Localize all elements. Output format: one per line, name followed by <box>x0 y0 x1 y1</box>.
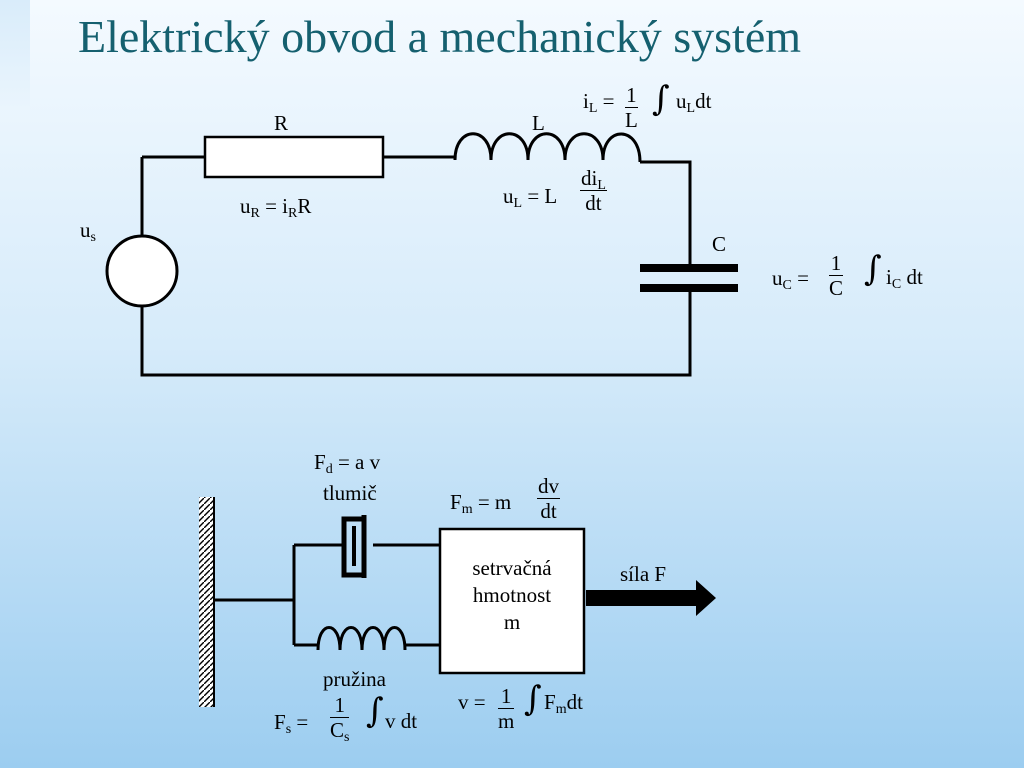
inductor-voltage-equation: uL = L <box>503 184 558 211</box>
mechanical-system <box>199 497 716 707</box>
decorative-corner <box>0 0 30 110</box>
velocity-fraction: 1 m <box>498 684 515 733</box>
resistor <box>203 135 385 179</box>
spring-force-fraction: 1 Cs <box>330 693 350 745</box>
source-label: us <box>80 218 96 245</box>
circuit-wires <box>140 155 692 377</box>
velocity-integrand: Fmdt <box>544 690 583 717</box>
force-label: síla F <box>620 562 667 586</box>
inductor-label: L <box>532 111 545 135</box>
resistor-label: R <box>274 111 289 135</box>
inductor-coil <box>453 132 642 163</box>
mass-box <box>438 527 586 675</box>
inductor-current-equation: iL = <box>583 89 615 116</box>
capacitor-voltage-fraction: 1 C <box>829 251 844 300</box>
force-arrow <box>586 580 716 616</box>
voltage-source <box>105 234 179 308</box>
spring-coil <box>316 626 407 651</box>
capacitor-voltage-equation: uC = <box>772 266 809 293</box>
inductor-current-fraction: 1 L <box>625 83 638 132</box>
mass-force-fraction: dv dt <box>537 474 560 523</box>
integral-sign-spring: ∫ <box>366 691 384 731</box>
spring-force-equation: Fs = <box>274 710 309 737</box>
velocity-equation: v = <box>458 690 486 714</box>
damper-label: tlumič <box>323 481 377 505</box>
mass-force-equation: Fm = m <box>450 490 512 517</box>
mechanical-wires <box>214 543 440 647</box>
inductor-voltage-fraction: diL dt <box>580 166 607 215</box>
resistor-equation: uR = iRR <box>240 194 312 221</box>
spring-label: pružina <box>323 667 386 691</box>
capacitor-label: C <box>712 232 727 256</box>
damper-cylinder <box>341 516 362 578</box>
integral-sign-iL: ∫ <box>652 79 670 119</box>
integral-sign-uC: ∫ <box>864 249 882 289</box>
page-title: Elektrický obvod a mechanický systém <box>78 11 802 62</box>
spring-force-integrand: v dt <box>385 709 418 733</box>
integral-sign-velocity: ∫ <box>524 679 542 719</box>
mass-box-label: setrvačná hmotnost m <box>472 556 552 634</box>
wall <box>199 497 214 707</box>
electric-circuit <box>105 132 738 377</box>
damper-force-equation: Fd = a v <box>314 450 381 477</box>
inductor-current-integrand: uLdt <box>676 89 712 116</box>
capacitor-voltage-integrand: iC dt <box>886 265 923 292</box>
